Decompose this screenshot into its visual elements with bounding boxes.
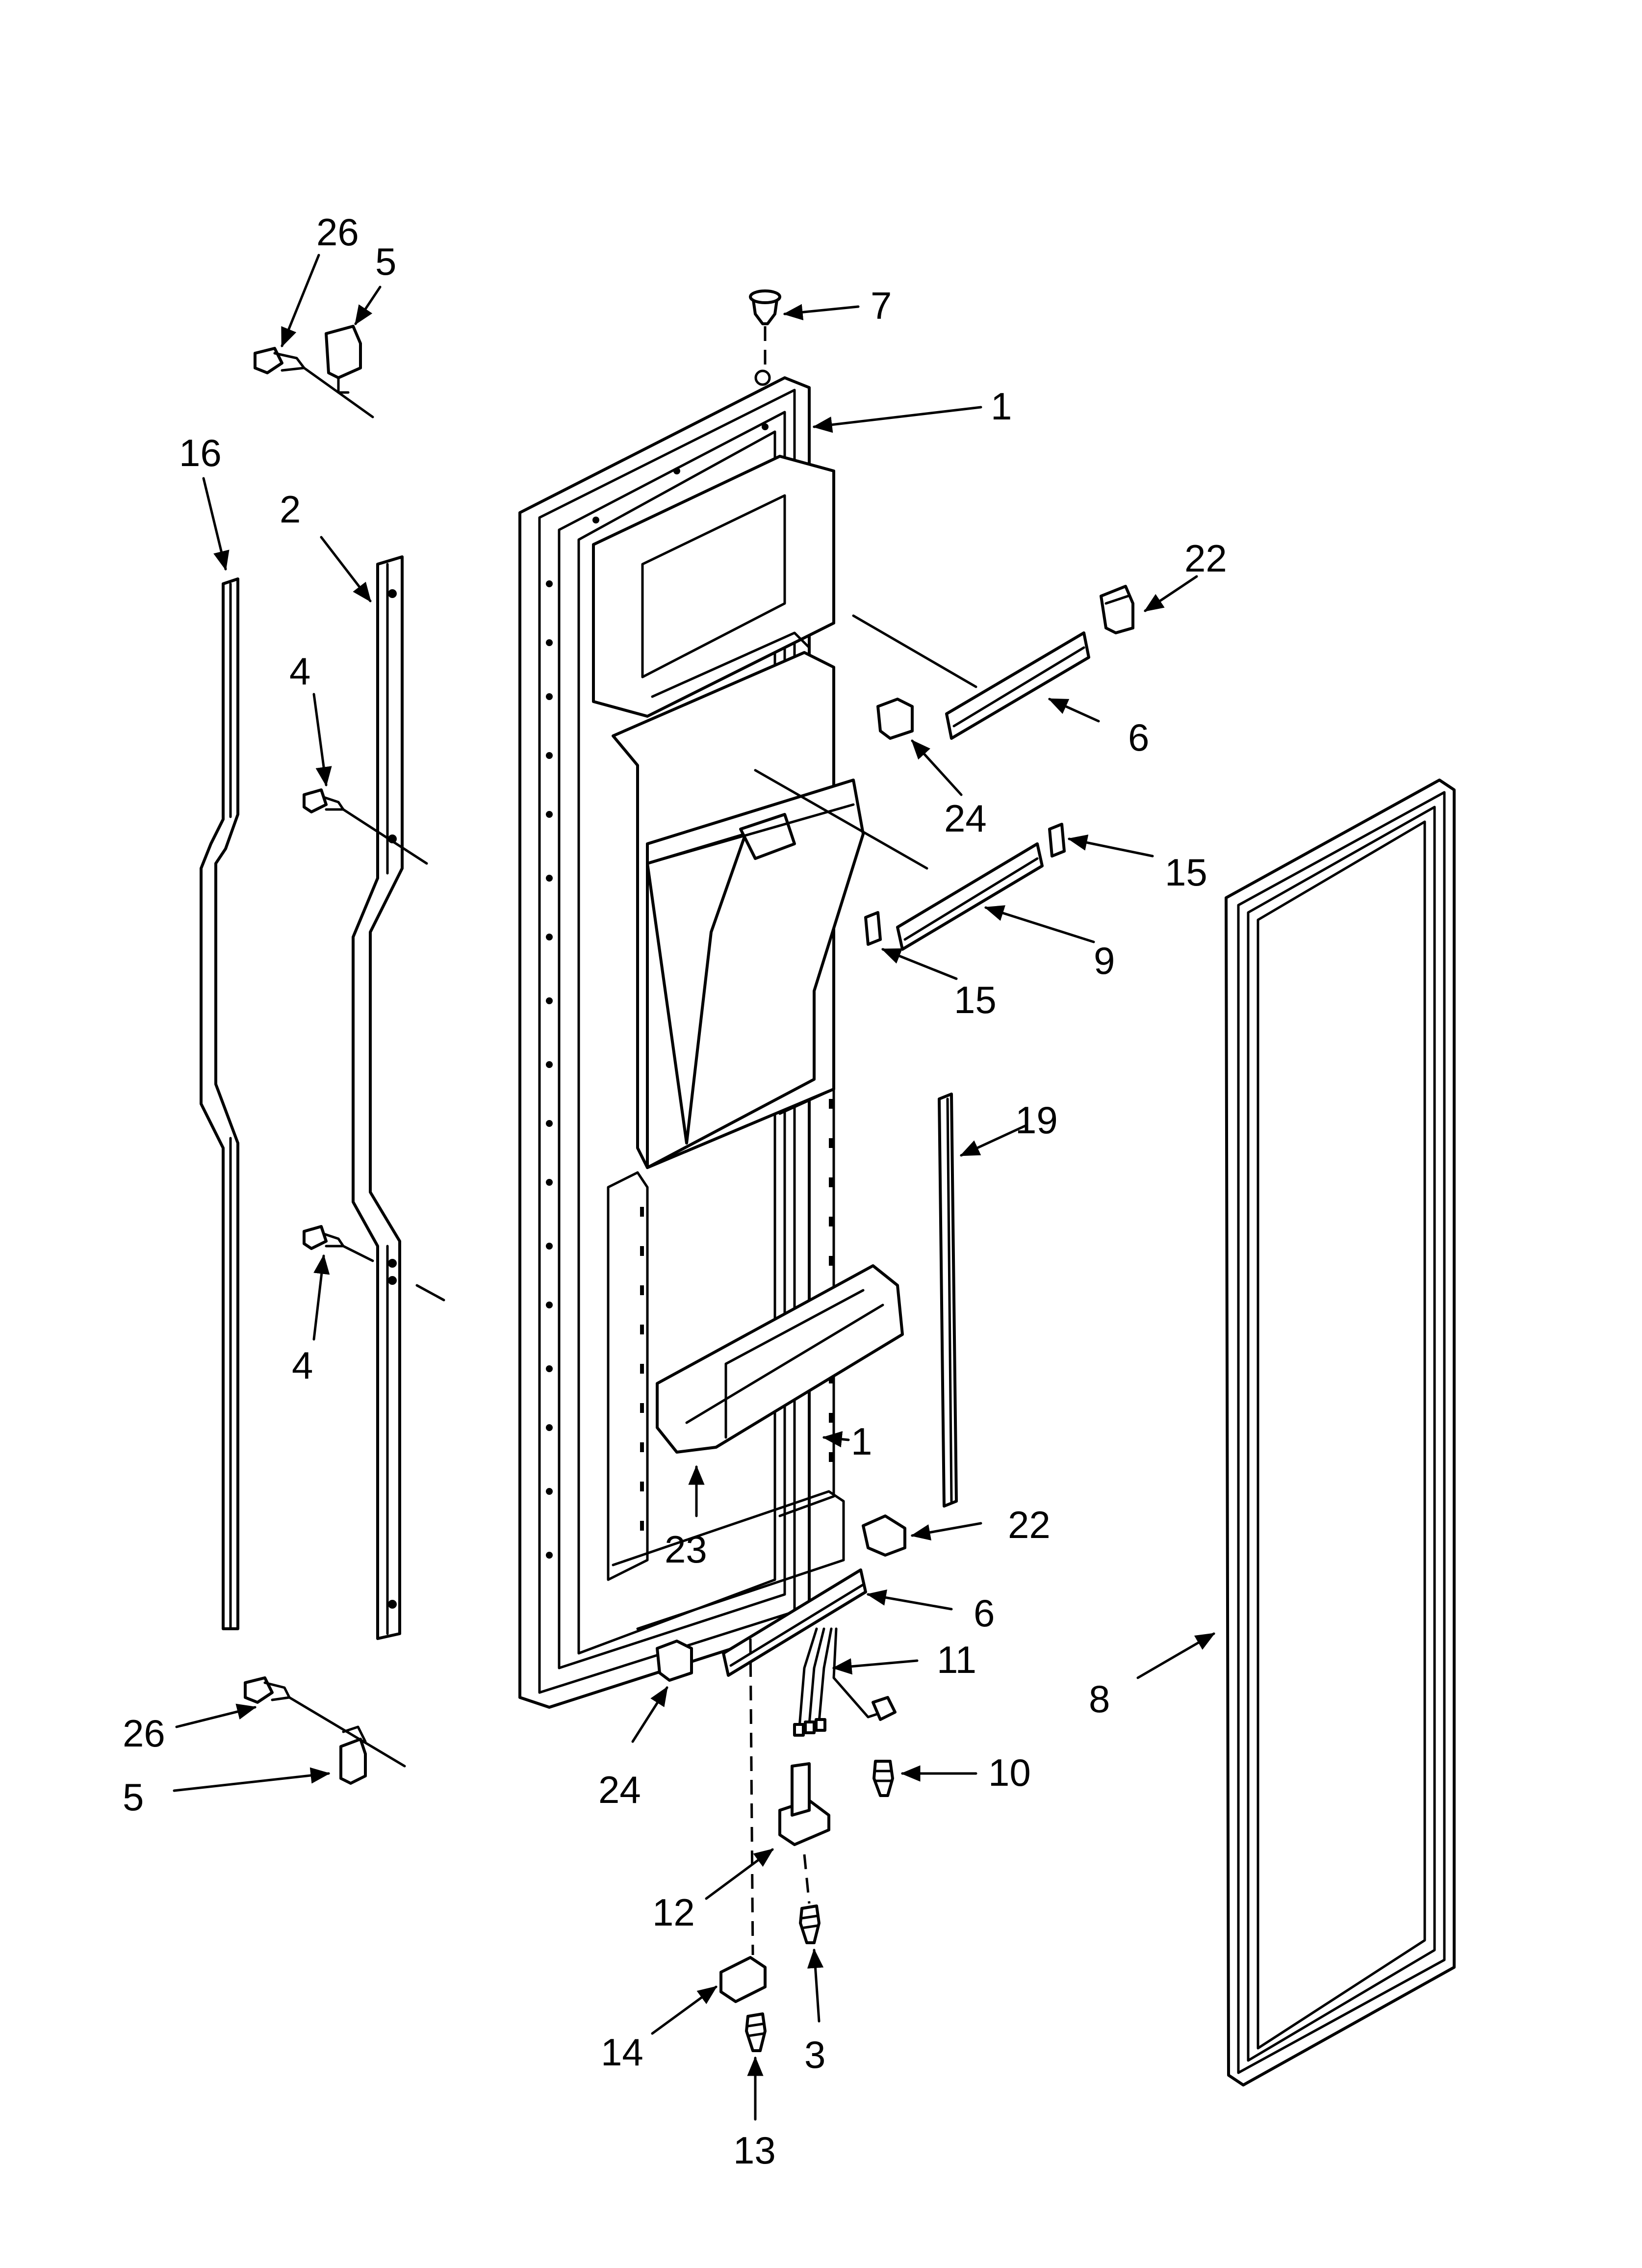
callout-2: 2 <box>280 488 301 531</box>
callout-22-lower: 22 <box>1008 1503 1051 1546</box>
part-9-rail <box>754 769 1044 951</box>
callout-3: 3 <box>804 2033 825 2076</box>
part-7-plug <box>749 289 781 386</box>
part-11-wiring <box>793 1627 897 1737</box>
arrow-3 <box>807 1948 824 2023</box>
arrow-24-bottom <box>631 1686 668 1743</box>
part-2-hinge-bar <box>352 555 404 1640</box>
callout-15-lower: 15 <box>954 978 997 1021</box>
arrow-26-bottom <box>175 1703 257 1728</box>
callout-19: 19 <box>1015 1098 1058 1142</box>
callout-1-top: 1 <box>991 385 1012 428</box>
part-8-gasket <box>1225 779 1456 2086</box>
callout-24-top: 24 <box>944 797 987 840</box>
part-22-upper-clip <box>1100 585 1134 634</box>
arrow-5-bottom <box>173 1767 331 1792</box>
arrow-6-lower <box>866 1589 953 1611</box>
callout-14: 14 <box>601 2031 643 2074</box>
part-16-door-strip <box>200 577 239 1630</box>
callout-labels: 26 5 7 1 16 2 4 22 6 24 15 9 15 19 4 1 2… <box>123 210 1227 2172</box>
part-15-clip-upper <box>1048 823 1066 858</box>
arrow-6-top <box>1048 698 1100 723</box>
part-4-screw-upper <box>303 788 428 865</box>
arrow-15-lower <box>881 948 958 980</box>
callout-11: 11 <box>937 1638 976 1681</box>
callout-12: 12 <box>652 1891 695 1934</box>
callout-10: 10 <box>988 1751 1031 1794</box>
part-5-top-hinge <box>325 325 362 394</box>
callout-26-bottom: 26 <box>123 1712 165 1755</box>
part-13-screw <box>745 2012 767 2052</box>
part-19-strip <box>938 1093 958 1508</box>
arrow-7 <box>783 304 860 320</box>
arrow-15-top <box>1067 834 1154 858</box>
part-12-hinge-pin <box>778 1762 830 1904</box>
callout-24-bottom: 24 <box>598 1768 641 1811</box>
part-14-bracket <box>719 1638 767 2003</box>
callout-15-top: 15 <box>1165 851 1207 894</box>
arrow-8 <box>1136 1632 1215 1679</box>
callout-13: 13 <box>733 2129 776 2172</box>
door-holes <box>546 423 769 1559</box>
part-24-lower-clip <box>656 1640 693 1682</box>
callout-6-lower: 6 <box>974 1591 995 1635</box>
part-26-bottom-screw <box>244 1676 406 1768</box>
arrow-1-top <box>812 406 982 433</box>
part-3-screw <box>799 1904 821 1944</box>
callout-6-top: 6 <box>1128 716 1149 759</box>
part-22-lower-clip <box>862 1514 906 1557</box>
arrow-9 <box>984 905 1095 943</box>
leader-arrows <box>173 254 1215 2121</box>
arrow-22-top <box>1144 575 1198 612</box>
part-10-screw <box>872 1760 894 1797</box>
callout-7: 7 <box>871 284 892 327</box>
arrow-4-upper <box>312 693 332 787</box>
arrow-1-lower <box>822 1431 850 1448</box>
arrow-14 <box>651 1985 718 2035</box>
arrow-24-top <box>911 739 963 796</box>
arrow-19 <box>959 1124 1026 1157</box>
part-15-clip-lower <box>864 911 882 946</box>
callout-4-lower: 4 <box>292 1344 313 1387</box>
part-6-lower-rail <box>722 1568 867 1677</box>
arrow-22-lower <box>910 1522 982 1540</box>
arrow-2 <box>320 536 372 602</box>
callout-26-top: 26 <box>316 210 359 254</box>
arrow-5-top <box>354 286 382 325</box>
arrow-11 <box>832 1658 919 1675</box>
callout-1-lower: 1 <box>851 1420 872 1463</box>
callout-22-top: 22 <box>1184 537 1227 580</box>
callout-9: 9 <box>1094 939 1115 982</box>
callout-8: 8 <box>1089 1677 1110 1721</box>
callout-5-bottom: 5 <box>123 1775 144 1819</box>
arrow-26-top <box>281 254 320 348</box>
door-panel <box>518 376 904 1709</box>
callout-16: 16 <box>179 431 222 474</box>
arrow-16 <box>202 477 230 571</box>
part-24-upper-clip <box>876 698 914 740</box>
part-6-upper-rail <box>852 614 1090 740</box>
part-4-screw-lower <box>303 1225 445 1302</box>
callout-4-upper: 4 <box>289 650 310 693</box>
part-5-bottom-hinge <box>339 1725 367 1785</box>
arrow-12 <box>705 1848 774 1900</box>
arrow-4-lower <box>312 1254 330 1341</box>
callout-5-top: 5 <box>375 240 396 283</box>
callout-23: 23 <box>665 1528 707 1571</box>
